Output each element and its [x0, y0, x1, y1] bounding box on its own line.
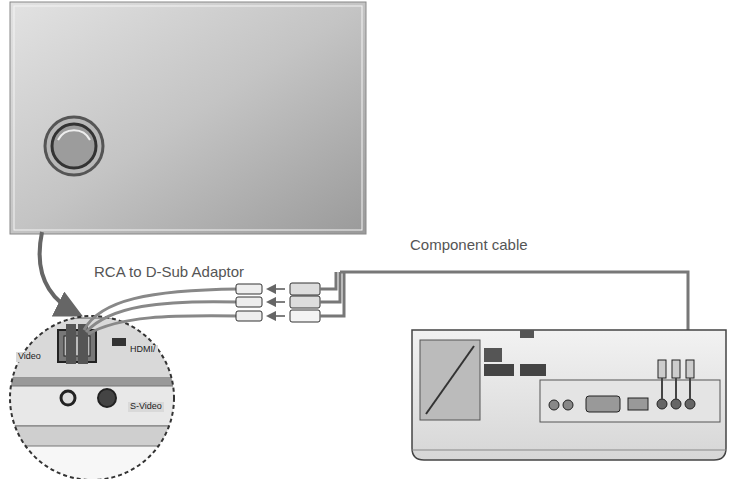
cable-label: Component cable: [408, 237, 530, 254]
adaptor-wires: [84, 289, 238, 334]
jack-label: Video: [16, 352, 43, 362]
adaptor-label: RCA to D-Sub Adaptor: [92, 264, 246, 281]
jack-label: HDMI/: [128, 345, 158, 355]
adaptor-plugs: [236, 284, 262, 321]
tv-back: [10, 2, 366, 234]
set-top-box: [412, 330, 726, 460]
cable-plugs: [290, 283, 320, 322]
zoom-arrow: [40, 232, 78, 314]
direction-arrows: [268, 289, 285, 316]
jack-label: S-Video: [128, 402, 164, 412]
